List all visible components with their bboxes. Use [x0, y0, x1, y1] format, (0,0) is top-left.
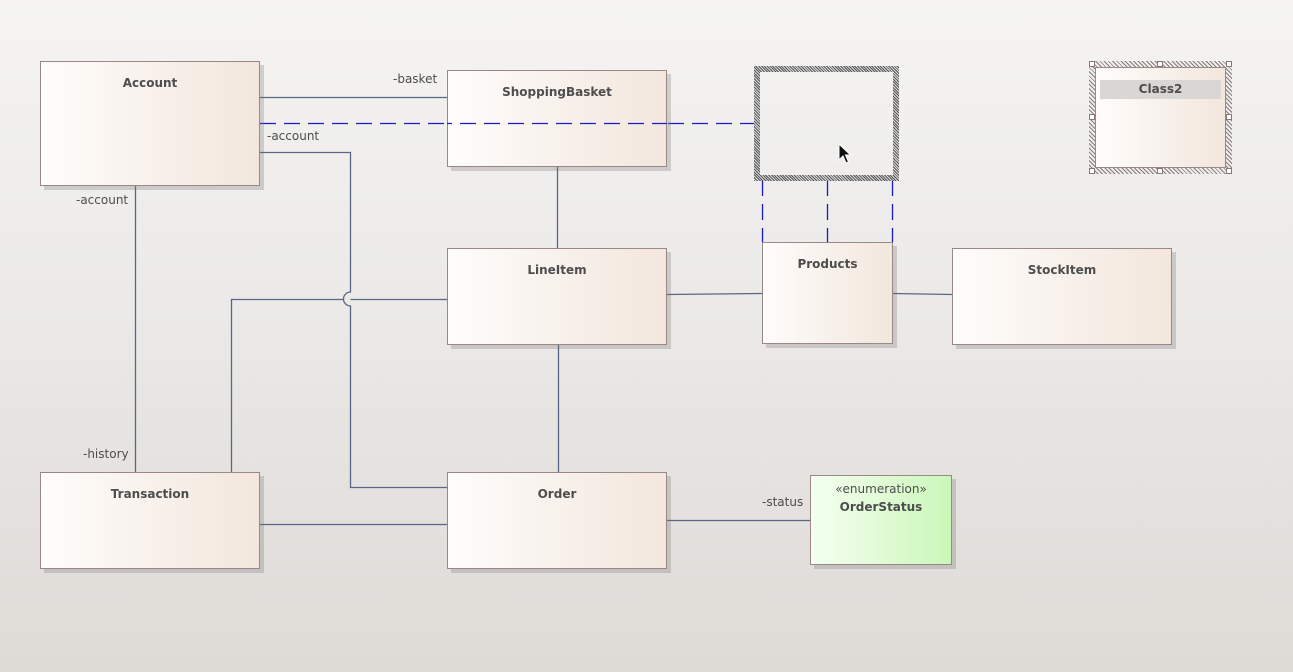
resize-handle-se[interactable]: [1226, 168, 1232, 174]
class-shoppingbasket[interactable]: ShoppingBasket: [447, 70, 667, 167]
resize-handle-w[interactable]: [1089, 114, 1095, 120]
class-name: Transaction: [110, 487, 190, 501]
mouse-cursor-icon: [838, 143, 852, 164]
resize-handle-sw[interactable]: [1089, 168, 1095, 174]
drag-placeholder[interactable]: [754, 66, 899, 181]
class-name: Products: [797, 257, 858, 271]
class-name: Account: [122, 76, 178, 90]
role-label-account-top: -account: [267, 129, 320, 143]
role-label-basket: -basket: [393, 72, 438, 86]
resize-handle-nw[interactable]: [1089, 61, 1095, 67]
connector-lineitem-transaction[interactable]: [230, 298, 448, 473]
role-label-account-left: -account: [76, 193, 129, 207]
class-products[interactable]: Products: [762, 242, 893, 344]
resize-handle-s[interactable]: [1157, 168, 1163, 174]
class-name: ShoppingBasket: [502, 85, 612, 99]
class-lineitem[interactable]: LineItem: [447, 248, 667, 345]
connector-products-stockitem[interactable]: [892, 292, 953, 296]
resize-handle-e[interactable]: [1226, 114, 1232, 120]
class-name: Order: [537, 487, 577, 501]
connector-lineitem-products[interactable]: [666, 292, 763, 296]
class-name: Class2: [1100, 80, 1221, 99]
class-order[interactable]: Order: [447, 472, 667, 569]
class-account[interactable]: Account: [40, 61, 260, 186]
role-label-status: -status: [762, 495, 804, 509]
connector-account-order[interactable]: [260, 151, 447, 489]
stereotype-label: «enumeration»: [835, 482, 927, 496]
resize-handle-n[interactable]: [1157, 61, 1163, 67]
class-stockitem[interactable]: StockItem: [952, 248, 1172, 345]
role-label-history: -history: [83, 447, 129, 461]
resize-handle-ne[interactable]: [1226, 61, 1232, 67]
class-name: LineItem: [527, 263, 587, 277]
class-class2-selection[interactable]: Class2: [1089, 61, 1232, 174]
class-name: OrderStatus: [839, 500, 923, 514]
enum-orderstatus[interactable]: «enumeration» OrderStatus: [810, 475, 952, 565]
class-class2[interactable]: Class2: [1095, 67, 1226, 168]
class-transaction[interactable]: Transaction: [40, 472, 260, 569]
class-name: StockItem: [1027, 263, 1097, 277]
